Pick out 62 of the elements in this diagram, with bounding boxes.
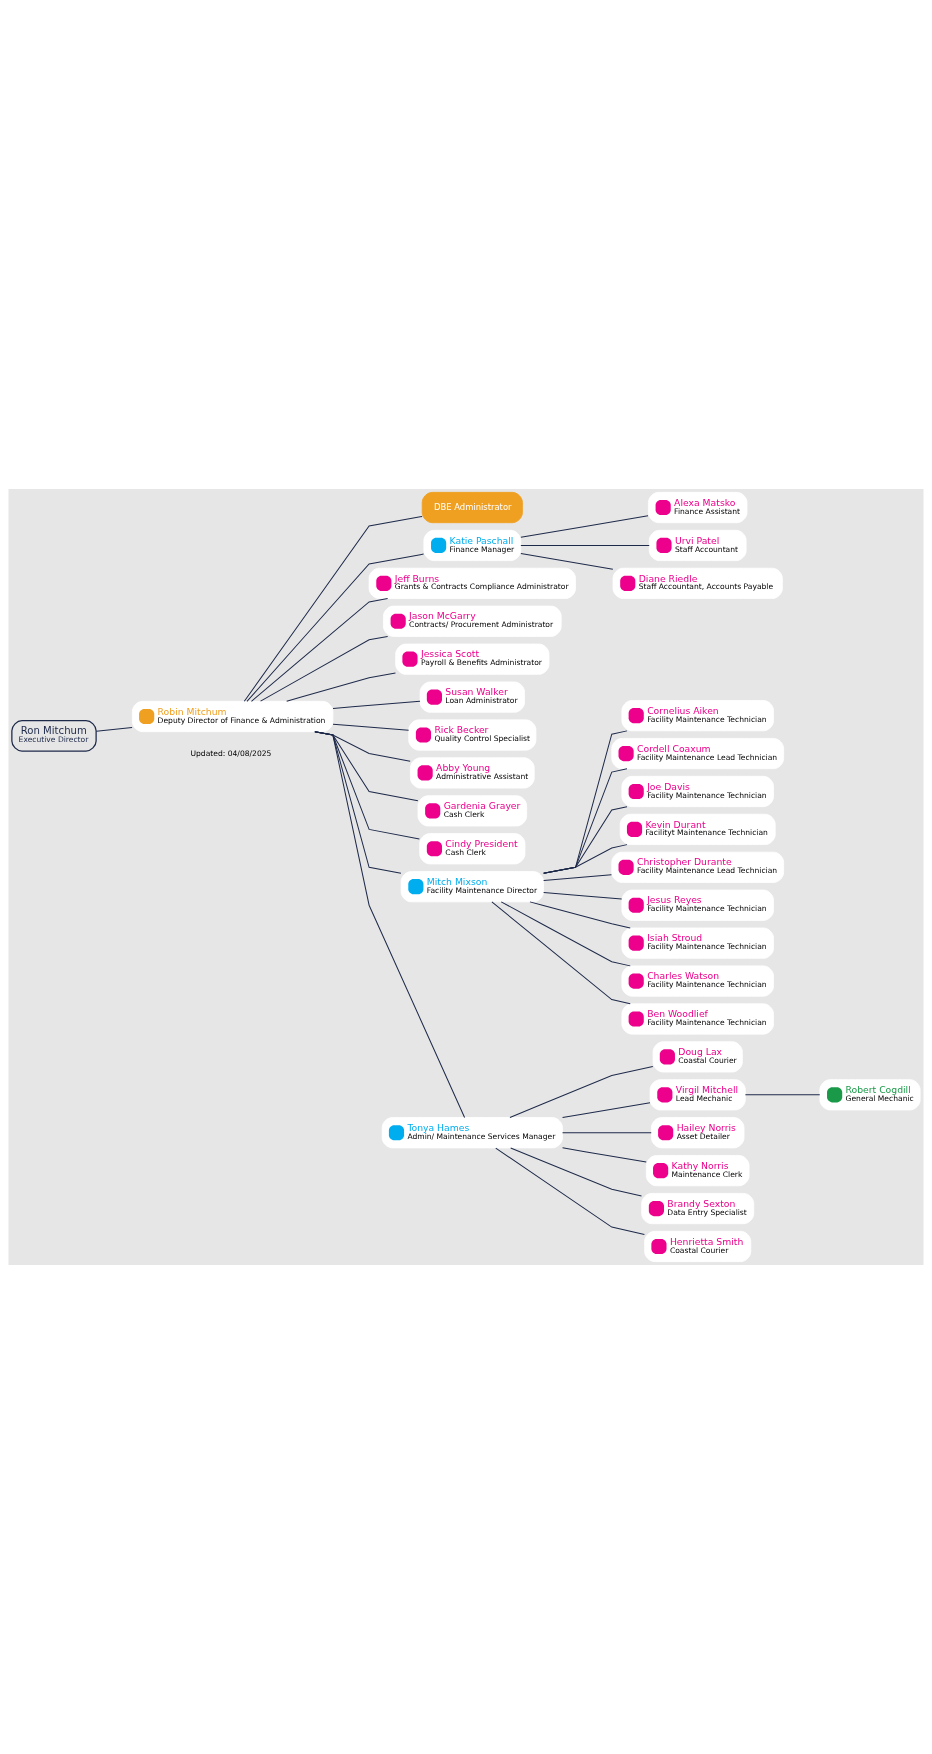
- node-box: Mitch Mixson Facility Maintenance Director: [400, 871, 544, 903]
- connector: [510, 1147, 643, 1197]
- node-box: Tonya Hames Admin/ Maintenance Services Manager: [381, 1117, 563, 1149]
- node-box: Katie Paschall Finance Manager: [423, 529, 522, 562]
- node-box: Ben Woodlief Facility Maintenance Technician: [621, 1003, 774, 1035]
- connector: [243, 515, 423, 702]
- connector: [500, 901, 631, 967]
- node-box: Cordell Coaxum Facility Maintenance Lead Technician: [611, 738, 785, 770]
- node-box: Joe Davis Facility Maintenance Technician: [621, 775, 774, 808]
- node-box: Jeff Burns Grants & Contracts Compliance Administrator: [368, 567, 576, 599]
- label: Updated: 04/08/2025: [190, 749, 272, 759]
- node-box: Kevin Durant Facilityt Maintenance Technician: [619, 813, 776, 845]
- node-box: Isiah Stroud Facility Maintenance Technician: [621, 927, 774, 959]
- node-box: Brandy Sexton Data Entry Specialist: [641, 1192, 755, 1225]
- node-box: Urvi Patel Staff Accountant: [648, 529, 747, 562]
- node-box: Susan Walker Loan Administrator: [419, 681, 525, 713]
- node-box: Henrietta Smith Coastal Courier: [644, 1230, 752, 1263]
- connector: [509, 1065, 654, 1119]
- node-box: Christopher Durante Facility Maintenance Lead Technician: [611, 851, 785, 883]
- connector: [520, 515, 649, 538]
- connector: [543, 730, 628, 874]
- node-box: Jason McGarry Contracts/ Procurement Administrator: [383, 605, 562, 637]
- connector: [250, 598, 389, 702]
- node-box: Jessica Scott Payroll & Benefits Administrator: [395, 643, 550, 675]
- connector: [543, 844, 628, 874]
- node-box: Ron Mitchum Executive Director: [11, 720, 97, 752]
- connector: [562, 1147, 647, 1163]
- connector: [529, 901, 631, 929]
- node-box: Charles Watson Facility Maintenance Technician: [621, 965, 774, 997]
- node-box: Robert Cogdill General Mechanic: [819, 1079, 921, 1111]
- connector: [246, 553, 425, 702]
- node-box: Jesus Reyes Facility Maintenance Technician: [621, 889, 774, 921]
- node-box: Cindy President Cash Clerk: [419, 833, 526, 865]
- node-box: Robin Mitchum Deputy Director of Finance & Administration: [131, 700, 334, 733]
- node-box: Kathy Norris Maintenance Clerk: [645, 1155, 750, 1187]
- node-box: Abby Young Administrative Assistant: [409, 757, 535, 789]
- connector: [543, 874, 612, 882]
- connector: [95, 726, 133, 732]
- connector: [744, 1094, 821, 1096]
- connector: [543, 768, 628, 874]
- node-box: Hailey Norris Asset Detailer: [650, 1117, 745, 1149]
- node-box: DBE Administrator: [421, 491, 523, 524]
- connector: [332, 723, 410, 731]
- connector: [562, 1132, 652, 1134]
- node-box: Doug Lax Coastal Courier: [652, 1041, 743, 1073]
- connector: [332, 700, 421, 709]
- node-box: Cornelius Aiken Facility Maintenance Technician: [621, 700, 774, 732]
- node-box: Virgil Mitchell Lead Mechanic: [649, 1079, 746, 1111]
- connector: [543, 892, 623, 900]
- connector: [260, 635, 389, 702]
- connector: [543, 806, 628, 874]
- connector: [286, 672, 396, 702]
- connector: [562, 1102, 651, 1119]
- node-box: Rick Becker Quality Control Specialist: [408, 719, 537, 751]
- connector: [495, 1147, 645, 1236]
- node-box: Gardenia Grayer Cash Clerk: [417, 795, 528, 827]
- connector: [491, 901, 631, 1005]
- connector: [314, 731, 466, 1118]
- connector: [520, 544, 650, 546]
- node-box: Diane Riedle Staff Accountant, Accounts Payable: [612, 567, 783, 599]
- node-box: Alexa Matsko Finance Assistant: [648, 491, 748, 524]
- connector: [520, 553, 614, 570]
